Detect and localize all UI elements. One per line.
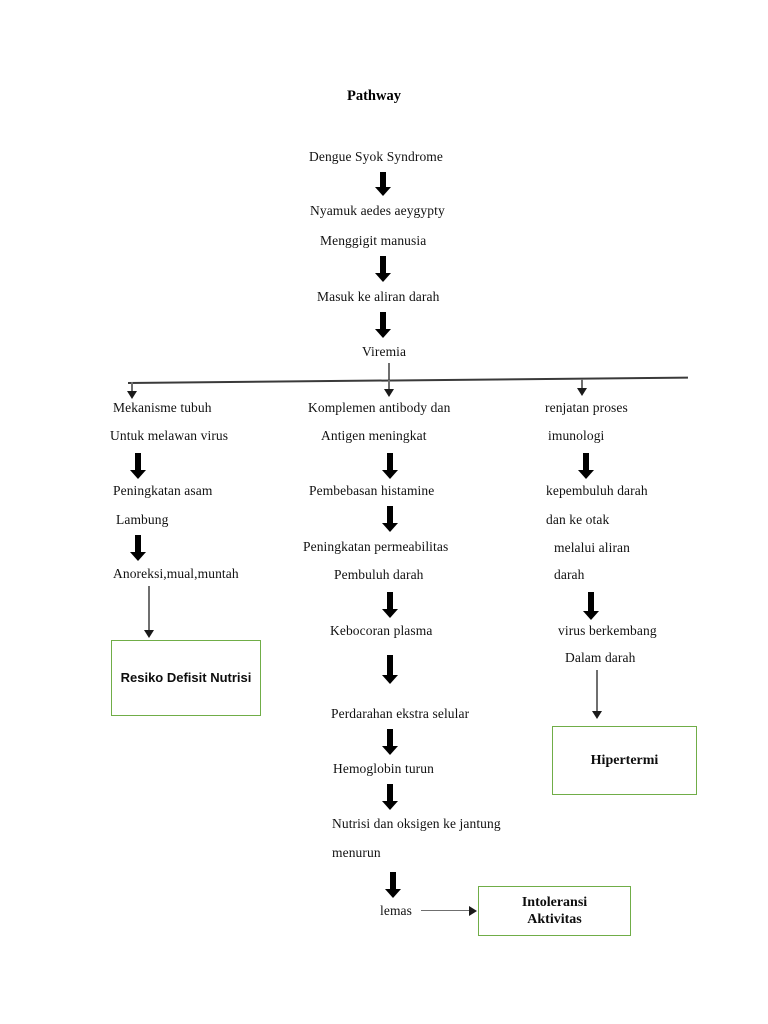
branch-drop-left-arrow	[127, 391, 137, 399]
outcome-label-hipertermi: Hipertermi	[590, 752, 659, 768]
node-melalui-aliran: melalui aliran	[554, 540, 630, 555]
arrow-antigen-to-histamine	[382, 453, 398, 479]
node-menurun: menurun	[332, 845, 381, 860]
arrow-kebocoran-to-perdarahan	[382, 655, 398, 684]
arrow-darah-to-virus-berkembang	[583, 592, 599, 620]
connector-lemas-to-intoleransi-line	[421, 910, 471, 912]
node-mekanisme-tubuh: Mekanisme tubuh	[113, 400, 212, 415]
outcome-box-resiko-defisit-nutrisi[interactable]: Resiko Defisit Nutrisi	[111, 640, 261, 716]
branch-drop-middle-arrow	[384, 389, 394, 397]
node-anoreksi-mual-muntah: Anoreksi,mual,muntah	[113, 566, 239, 581]
node-komplemen-antibody-dan: Komplemen antibody dan	[308, 400, 451, 415]
connector-dalam-darah-to-hipertermi-line	[596, 670, 598, 713]
node-darah: darah	[554, 567, 585, 582]
node-lemas: lemas	[380, 903, 412, 918]
branch-drop-right-arrow	[577, 388, 587, 396]
node-antigen-meningkat: Antigen meningkat	[321, 428, 427, 443]
branch-distribution-line	[127, 376, 688, 384]
outcome-label-intoleransi-line1: Intoleransi	[521, 894, 588, 910]
node-masuk-ke-aliran-darah: Masuk ke aliran darah	[317, 289, 440, 304]
node-menggigit-manusia: Menggigit manusia	[320, 233, 427, 248]
node-nyamuk-aedes-aeygypty: Nyamuk aedes aeygypty	[310, 203, 445, 218]
node-viremia: Viremia	[362, 344, 407, 359]
node-pembuluh-darah: Pembuluh darah	[334, 567, 424, 582]
branch-drop-left-line	[131, 382, 133, 394]
outcome-label-intoleransi-aktivitas: Intoleransi Aktivitas	[522, 894, 587, 929]
page-title: Pathway	[347, 88, 401, 104]
node-kebocoran-plasma: Kebocoran plasma	[330, 623, 433, 638]
arrow-masuk-to-viremia	[375, 312, 391, 338]
node-kepembuluh-darah: kepembuluh darah	[546, 483, 648, 498]
connector-anoreksi-to-resiko-arrow	[144, 630, 154, 638]
arrow-imunologi-to-kepembuluh	[578, 453, 594, 479]
arrow-histamine-to-permeabilitas	[382, 506, 398, 532]
branch-drop-middle-line	[388, 380, 390, 392]
arrow-dengue-to-nyamuk	[375, 172, 391, 196]
arrow-lambung-to-anoreksi	[130, 535, 146, 561]
node-dalam-darah: Dalam darah	[565, 650, 636, 665]
connector-dalam-darah-to-hipertermi-arrow	[592, 711, 602, 719]
node-nutrisi-dan-oksigen-ke-jantung: Nutrisi dan oksigen ke jantung	[332, 816, 501, 831]
node-imunologi: imunologi	[548, 428, 605, 443]
node-lambung: Lambung	[116, 512, 169, 527]
outcome-box-hipertermi[interactable]: Hipertermi	[552, 726, 697, 795]
node-peningkatan-permeabilitas: Peningkatan permeabilitas	[303, 539, 449, 554]
arrow-menurun-to-lemas	[385, 872, 401, 898]
node-perdarahan-ekstra-selular: Perdarahan ekstra selular	[331, 706, 470, 721]
node-untuk-melawan-virus: Untuk melawan virus	[110, 428, 229, 443]
arrow-hemoglobin-to-nutrisi	[382, 784, 398, 810]
node-peningkatan-asam: Peningkatan asam	[113, 483, 213, 498]
connector-lemas-to-intoleransi-arrow	[469, 906, 477, 916]
node-hemoglobin-turun: Hemoglobin turun	[333, 761, 434, 776]
node-dan-ke-otak: dan ke otak	[546, 512, 610, 527]
node-dengue-syok-syndrome: Dengue Syok Syndrome	[309, 149, 443, 164]
arrow-perdarahan-to-hemoglobin	[382, 729, 398, 755]
node-virus-berkembang: virus berkembang	[558, 623, 657, 638]
node-pembebasan-histamine: Pembebasan histamine	[309, 483, 435, 498]
arrow-pembuluh-to-kebocoran	[382, 592, 398, 618]
arrow-menggigit-to-masuk	[375, 256, 391, 282]
branch-drop-right-line	[581, 379, 583, 391]
connector-anoreksi-to-resiko-line	[148, 586, 150, 633]
outcome-label-resiko-defisit-nutrisi: Resiko Defisit Nutrisi	[120, 669, 252, 685]
node-renjatan-proses: renjatan proses	[545, 400, 628, 415]
arrow-left-to-peningkatan-asam	[130, 453, 146, 479]
outcome-box-intoleransi-aktivitas[interactable]: Intoleransi Aktivitas	[478, 886, 631, 936]
outcome-label-intoleransi-line2: Aktivitas	[527, 912, 582, 927]
branch-stem-line	[388, 363, 390, 382]
